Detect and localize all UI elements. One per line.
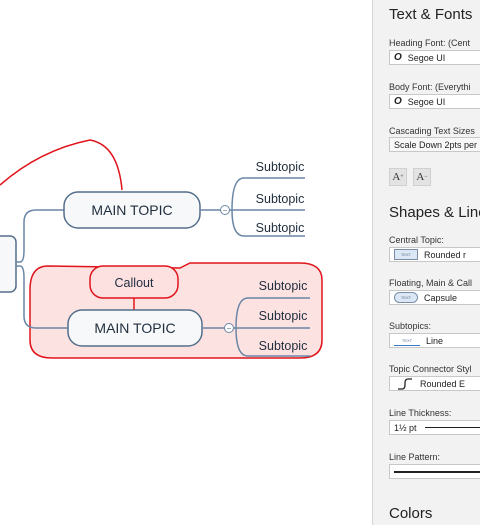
subtopic-2-3[interactable]: Subtopic	[259, 339, 308, 353]
connector-main-2	[16, 265, 68, 329]
line-pattern-select[interactable]	[389, 464, 480, 479]
shrink-font-icon: A	[416, 171, 425, 183]
floating-label: Floating, Main & Call	[389, 278, 473, 288]
central-topic-shape-select[interactable]: TEXT Rounded r	[389, 247, 480, 262]
connector-style-value: Rounded E	[420, 378, 466, 389]
colors-title: Colors	[389, 505, 433, 522]
subtopic-branches-1	[229, 177, 305, 237]
callout-topic[interactable]: Callout	[89, 265, 179, 299]
mind-map-canvas[interactable]: MAIN TOPIC − Subtopic Subtopic Subtopic …	[0, 0, 372, 525]
subtopics-shape-select[interactable]: TEXT Line	[389, 333, 480, 348]
line-pattern-label: Line Pattern:	[389, 452, 441, 462]
body-font-select[interactable]: O Segoe UI	[389, 94, 480, 109]
connector-style-label: Topic Connector Styl	[389, 364, 472, 374]
main-topic-2[interactable]: MAIN TOPIC	[67, 309, 203, 347]
cascade-label: Cascading Text Sizes	[389, 126, 475, 136]
svg-text:−: −	[227, 324, 232, 333]
floating-value: Capsule	[424, 292, 458, 303]
line-pattern-preview	[394, 470, 480, 473]
line-preview-icon: TEXT	[394, 336, 420, 346]
main-topic-1-label: MAIN TOPIC	[91, 202, 172, 218]
collapse-button-1[interactable]: −	[220, 205, 230, 216]
format-panel: Text & Fonts Heading Font: (Cent O Segoe…	[372, 0, 480, 525]
subtopic-2-1[interactable]: Subtopic	[259, 279, 308, 293]
cascade-select[interactable]: Scale Down 2pts per	[389, 137, 480, 152]
cascade-value: Scale Down 2pts per	[394, 139, 478, 150]
body-font-label: Body Font: (Everythi	[389, 82, 471, 92]
line-thickness-preview	[424, 427, 480, 428]
subtopics-label: Subtopics:	[389, 321, 432, 331]
heading-font-select[interactable]: O Segoe UI	[389, 50, 480, 65]
main-topic-1[interactable]: MAIN TOPIC	[63, 191, 201, 229]
shrink-font-button[interactable]: A−	[413, 168, 431, 186]
grow-font-icon: A	[392, 171, 401, 183]
svg-text:−: −	[223, 206, 228, 215]
subtopic-branches-2	[233, 297, 310, 357]
body-font-value: Segoe UI	[407, 96, 446, 107]
shape-preview-icon: TEXT	[394, 249, 418, 260]
font-glyph-icon: O	[394, 52, 402, 63]
floating-shape-select[interactable]: TEXT Capsule	[389, 290, 480, 305]
connector-style-select[interactable]: Rounded E	[389, 376, 480, 391]
central-topic-value: Rounded r	[424, 249, 467, 260]
line-thickness-label: Line Thickness:	[389, 408, 452, 418]
subtopic-2-2[interactable]: Subtopic	[259, 309, 308, 323]
heading-font-label: Heading Font: (Cent	[389, 38, 471, 48]
capsule-preview-icon: TEXT	[394, 292, 418, 303]
text-fonts-title: Text & Fonts	[389, 6, 473, 23]
subtopic-1-1[interactable]: Subtopic	[256, 160, 305, 174]
font-glyph-icon: O	[394, 96, 402, 107]
heading-font-value: Segoe UI	[407, 52, 446, 63]
main-topic-2-label: MAIN TOPIC	[94, 320, 175, 336]
central-topic[interactable]	[0, 235, 17, 293]
line-thickness-value: 1½ pt	[394, 422, 417, 433]
rounded-elbow-icon	[398, 377, 412, 390]
line-thickness-select[interactable]: 1½ pt	[389, 420, 480, 435]
subtopics-value: Line	[426, 335, 444, 346]
shapes-lines-title: Shapes & Line	[389, 204, 480, 221]
subtopic-1-2[interactable]: Subtopic	[256, 192, 305, 206]
callout-label: Callout	[115, 276, 154, 290]
subtopic-1-3[interactable]: Subtopic	[256, 221, 305, 235]
collapse-button-2[interactable]: −	[224, 323, 234, 334]
central-topic-label: Central Topic:	[389, 235, 444, 245]
grow-font-button[interactable]: A+	[389, 168, 407, 186]
relationship-line[interactable]	[0, 139, 123, 191]
connector-main-1	[16, 209, 64, 263]
